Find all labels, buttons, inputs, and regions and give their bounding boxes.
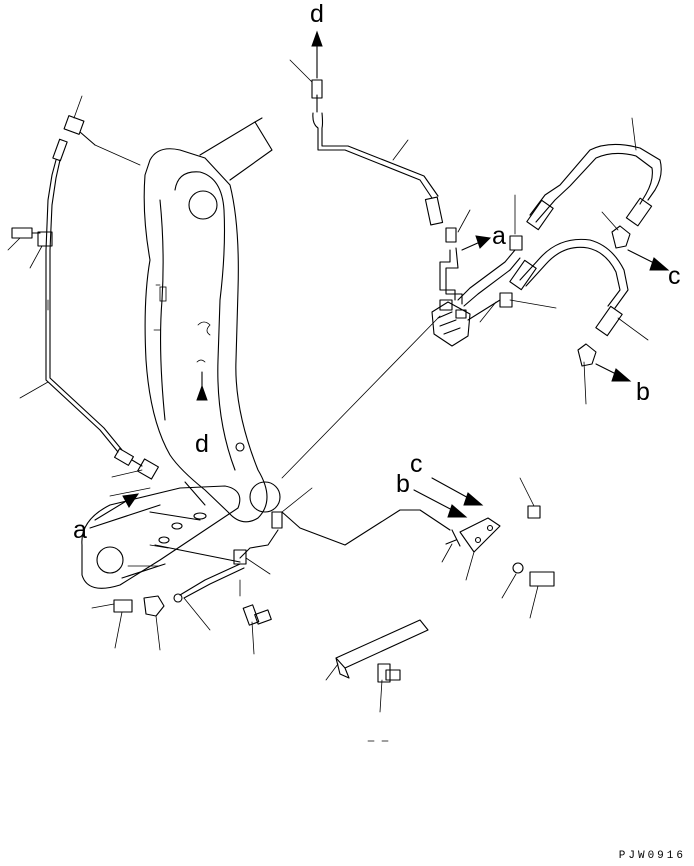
label-a-lower: a xyxy=(73,516,87,544)
upper-hose xyxy=(526,143,662,231)
left-tube-line xyxy=(11,115,159,480)
label-c-plate: c xyxy=(410,450,423,478)
lower-pipe-line xyxy=(173,509,451,603)
elbow-fitting-b xyxy=(577,343,597,367)
label-a-upper: a xyxy=(492,222,506,250)
arrow-c-right xyxy=(627,249,670,271)
label-c-right: c xyxy=(668,262,681,290)
angle-bracket xyxy=(335,619,429,683)
label-d-mid: d xyxy=(195,430,209,458)
arrow-a-lower xyxy=(94,493,140,521)
arrow-d-top xyxy=(311,30,323,79)
label-d-top: d xyxy=(310,0,324,28)
arrow-c-plate xyxy=(431,477,484,506)
arrow-a-upper xyxy=(461,235,492,251)
label-b-plate: b xyxy=(396,470,410,498)
lower-frame xyxy=(81,481,241,589)
valve-block xyxy=(431,299,471,347)
top-pipe-line xyxy=(311,79,463,305)
label-b-right: b xyxy=(636,378,650,406)
arrow-b-plate xyxy=(413,489,468,518)
bolt-center xyxy=(242,604,272,626)
elbow-fitting-c xyxy=(611,225,631,249)
arrow-d-mid xyxy=(196,371,208,401)
lower-left-fittings xyxy=(113,595,165,617)
lower-hose xyxy=(509,238,629,337)
mounting-plate xyxy=(445,505,555,587)
drawing-code: PJW0916 xyxy=(618,850,686,862)
boom-arm xyxy=(143,117,281,523)
arrow-b-right xyxy=(595,363,632,382)
leader-lines xyxy=(7,59,649,742)
